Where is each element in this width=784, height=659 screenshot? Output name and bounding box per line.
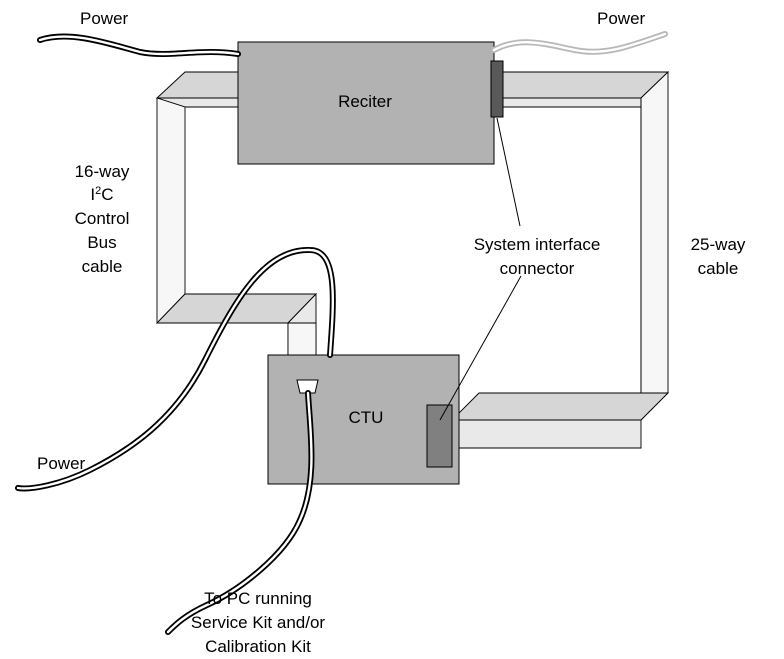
cable-25way-vertical-side [640, 70, 669, 422]
power-label-left: Power [37, 454, 86, 473]
ctu-label: CTU [349, 408, 384, 427]
control-bus-line-3: Control [75, 209, 130, 228]
cable-25way-line-2: cable [698, 259, 739, 278]
control-bus-cable-vertical-side [156, 97, 186, 325]
leader-line-reciter-connector [496, 117, 521, 227]
system-interface-connector-label: System interface connector [474, 235, 601, 278]
power-label-top-right: Power [597, 9, 646, 28]
reciter-label: Reciter [338, 92, 392, 111]
cable-25way-line-1: 25-way [691, 235, 746, 254]
ctu-system-interface-connector [426, 404, 453, 468]
control-bus-line-4: Bus [87, 233, 116, 252]
cable-25way-bottom-front [451, 419, 642, 449]
control-bus-cable-label: 16-way I2C Control Bus cable [75, 162, 130, 276]
pc-connection-line-1: To PC running [204, 589, 312, 608]
system-interface-line-1: System interface [474, 235, 601, 254]
cable-25way-top-face [502, 71, 670, 99]
ctu-pc-port [296, 379, 319, 394]
control-bus-cable-top-face [155, 71, 239, 99]
control-bus-cable-drop-side [287, 322, 317, 356]
pc-cable [165, 390, 315, 635]
control-bus-cable [155, 71, 318, 356]
power-label-top-left: Power [80, 9, 129, 28]
control-bus-line-2: I2C [90, 185, 113, 204]
pc-connection-line-3: Calibration Kit [205, 637, 311, 656]
cable-25way-bottom-top [450, 392, 670, 421]
cable-25way [450, 70, 670, 449]
system-interface-line-2: connector [500, 259, 575, 278]
control-bus-line-1: 16-way [75, 162, 130, 181]
leader-line-ctu-connector [439, 275, 522, 421]
power-cable-reciter-right [491, 31, 668, 55]
control-bus-line-5: cable [82, 257, 123, 276]
control-bus-c: C [101, 185, 113, 204]
pc-connection-label: To PC running Service Kit and/or Calibra… [191, 589, 326, 656]
reciter-box [237, 41, 495, 165]
power-cable-reciter-left [37, 33, 241, 57]
control-bus-i: I [90, 185, 95, 204]
cable-25way-upper-front [502, 97, 642, 108]
control-bus-superscript-2: 2 [95, 185, 101, 197]
power-cable-ctu [15, 246, 336, 492]
pc-connection-line-2: Service Kit and/or [191, 613, 326, 632]
cable-25way-label: 25-way cable [691, 235, 746, 278]
reciter-system-interface-connector [490, 60, 504, 118]
